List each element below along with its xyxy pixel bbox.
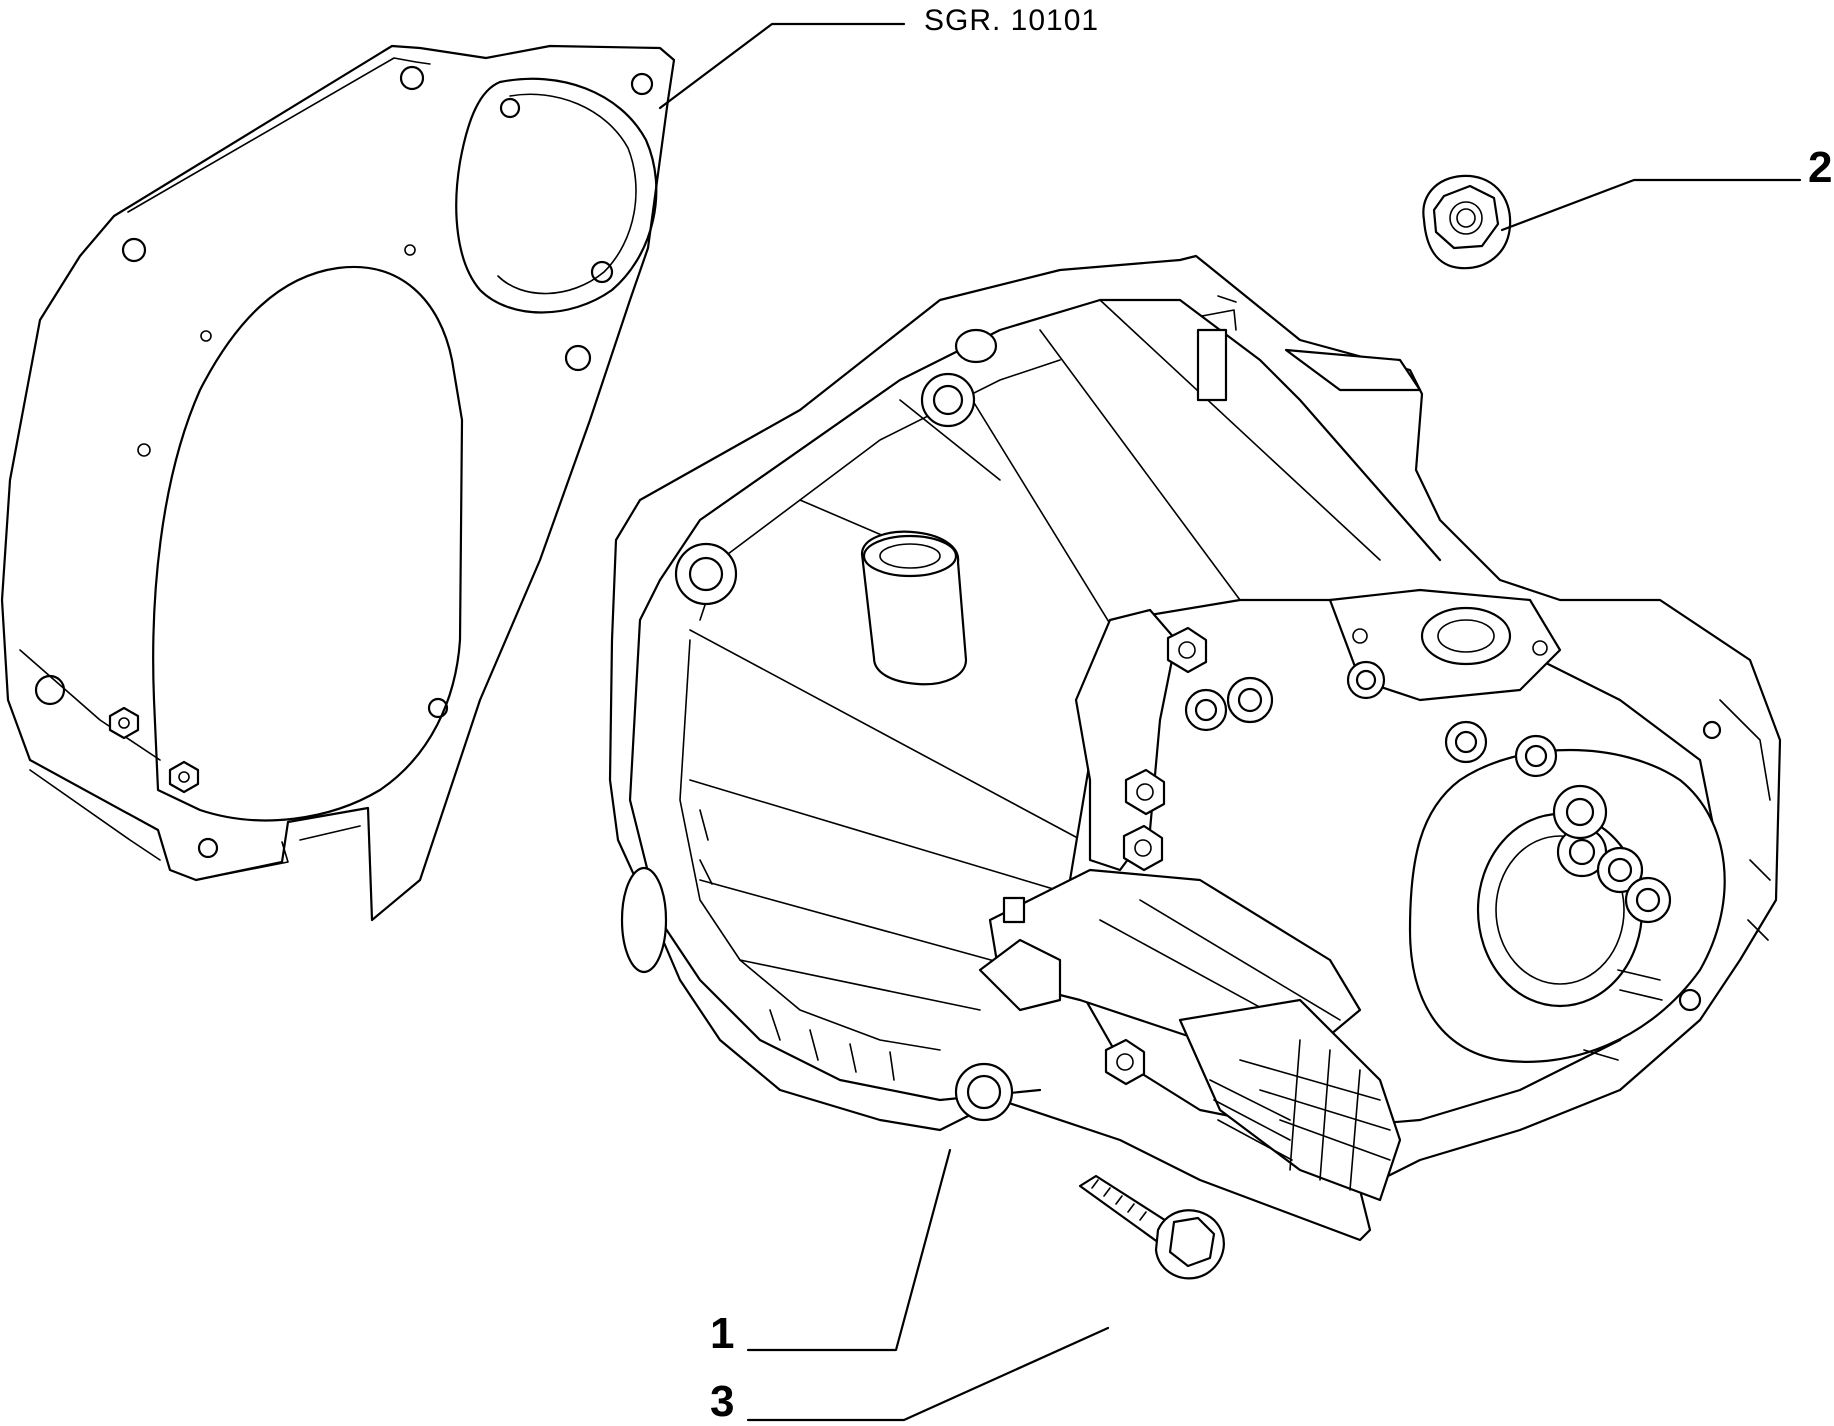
leader-3	[746, 1326, 1110, 1422]
leader-1	[746, 1148, 952, 1352]
leader-2	[1500, 178, 1802, 232]
callout-1: 1	[710, 1309, 735, 1358]
reference-label: SGR. 10101	[924, 4, 1100, 37]
callout-2: 2	[1808, 143, 1833, 192]
callout-3: 3	[710, 1377, 735, 1426]
leader-sgr	[658, 22, 906, 110]
flange-nut	[1422, 174, 1512, 270]
engine-plate	[0, 44, 676, 922]
leader-lines	[658, 22, 1802, 1422]
flange-bolt	[1078, 1174, 1225, 1280]
gearbox-housing	[608, 254, 1782, 1242]
